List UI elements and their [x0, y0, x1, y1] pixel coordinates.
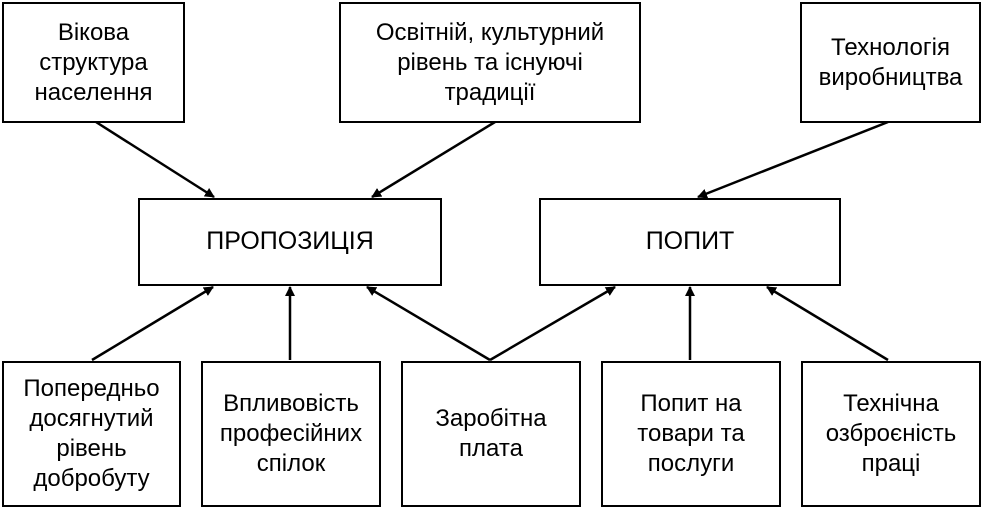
arrow-wellbeing-to-supply	[91, 285, 214, 362]
factor-goods-services-demand: Попит на товари та послуги	[601, 361, 781, 507]
demand-box: ПОПИТ	[539, 198, 841, 286]
arrow-wage-to-supply	[366, 285, 491, 362]
arrow-technology-to-demand	[697, 120, 889, 199]
arrow-tech-equipment-to-demand	[766, 285, 889, 362]
factor-union-influence: Впливовість професійних спілок	[201, 361, 381, 507]
factor-education-culture: Освітній, культурний рівень та існуючі т…	[339, 2, 641, 123]
factor-age-structure: Вікова структура населення	[2, 2, 185, 123]
arrow-age-to-supply	[95, 120, 215, 199]
arrow-education-to-supply	[371, 120, 496, 199]
factor-wage: Заробітна плата	[401, 361, 581, 507]
factor-production-technology: Технологія виробництва	[800, 2, 981, 123]
arrow-wage-to-demand	[489, 285, 616, 362]
supply-box: ПРОПОЗИЦІЯ	[138, 198, 442, 286]
factor-technical-equipment: Технічна озброєність праці	[801, 361, 981, 507]
factor-previous-wellbeing: Попередньо досягнутий рівень добробуту	[2, 361, 181, 507]
